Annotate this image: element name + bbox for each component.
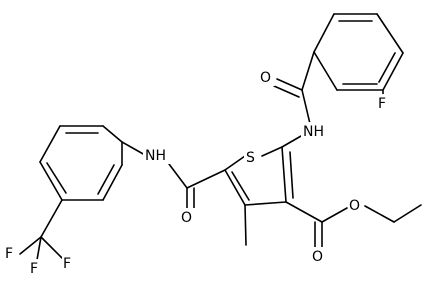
bond bbox=[40, 199, 63, 238]
bond bbox=[289, 151, 294, 199]
bond bbox=[285, 201, 323, 223]
bond bbox=[224, 155, 246, 171]
bonds bbox=[19, 13, 422, 261]
atom-F3: F bbox=[30, 261, 38, 277]
bond bbox=[301, 89, 312, 129]
bond bbox=[244, 204, 247, 246]
bond bbox=[102, 125, 123, 143]
bond bbox=[378, 52, 396, 83]
bond bbox=[382, 52, 404, 91]
bond bbox=[97, 164, 115, 195]
bond bbox=[364, 205, 395, 223]
bond bbox=[168, 163, 188, 189]
bond bbox=[313, 51, 338, 91]
bond bbox=[121, 141, 146, 156]
bond bbox=[376, 13, 404, 54]
atom-N1: NH bbox=[303, 124, 324, 140]
atom-S1: S bbox=[246, 150, 255, 166]
bond bbox=[231, 171, 250, 201]
atom-labels: F O NH S NH O O O F F F bbox=[4, 68, 392, 277]
bond bbox=[301, 51, 315, 91]
atom-O4: O bbox=[349, 198, 360, 214]
bond bbox=[313, 13, 335, 53]
bond bbox=[244, 201, 287, 206]
bond bbox=[39, 161, 63, 201]
atom-F2: F bbox=[5, 246, 13, 262]
bond bbox=[393, 204, 422, 223]
bond bbox=[273, 85, 300, 98]
bond bbox=[224, 169, 246, 206]
bond bbox=[40, 236, 63, 259]
bond bbox=[276, 78, 303, 91]
atom-F4: F bbox=[63, 256, 71, 272]
atom-F1: F bbox=[378, 96, 386, 112]
bond bbox=[281, 146, 287, 203]
bond bbox=[36, 236, 42, 261]
bond bbox=[261, 146, 283, 157]
atom-O3: O bbox=[312, 249, 323, 265]
atom-N2: NH bbox=[145, 148, 166, 164]
bond bbox=[39, 125, 61, 163]
bond bbox=[46, 162, 67, 194]
atom-O1: O bbox=[260, 70, 271, 86]
atom-O2: O bbox=[181, 210, 192, 226]
bond bbox=[186, 169, 226, 189]
bond bbox=[321, 207, 348, 223]
bond bbox=[19, 236, 42, 255]
bond bbox=[102, 164, 123, 201]
